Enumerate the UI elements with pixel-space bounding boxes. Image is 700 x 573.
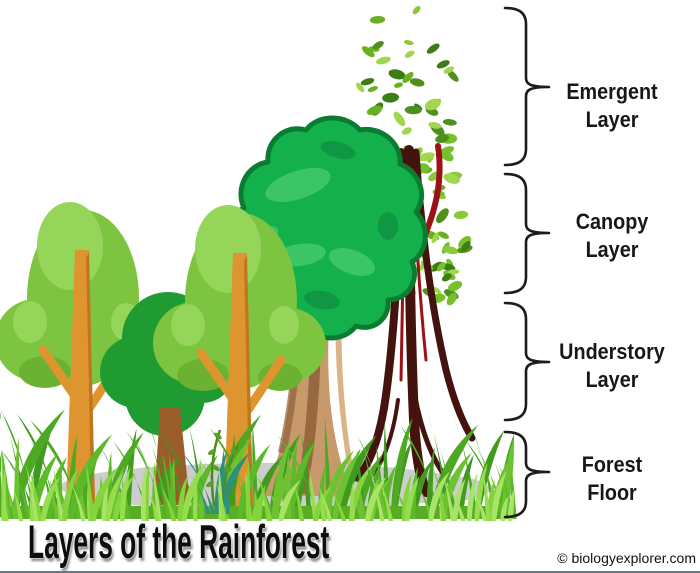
layer-brackets <box>503 6 551 519</box>
bracket-canopy <box>503 172 551 295</box>
layer-label-line: Understory <box>559 339 665 364</box>
layer-label-line: Canopy <box>575 209 649 234</box>
layer-label-understory: Understory Layer <box>536 338 687 393</box>
bracket-emergent <box>503 6 551 167</box>
layer-label-canopy: Canopy Layer <box>536 208 687 263</box>
layer-label-line: Layer <box>585 236 639 262</box>
layer-label-emergent: Emergent Layer <box>536 78 687 133</box>
watermark: © biologyexplorer.com <box>557 550 696 566</box>
grass-front <box>0 459 515 521</box>
layer-label-line: Floor <box>587 479 637 505</box>
layer-label-line: Layer <box>585 366 639 392</box>
diagram-title: Layers of the Rainforest <box>28 515 330 568</box>
layer-label-forest-floor: Forest Floor <box>536 451 687 506</box>
bracket-forest-floor <box>503 430 551 519</box>
layer-label-line: Emergent <box>566 79 658 104</box>
layer-label-line: Forest <box>581 452 643 477</box>
layer-label-line: Layer <box>585 106 639 132</box>
bracket-understory <box>503 301 551 422</box>
